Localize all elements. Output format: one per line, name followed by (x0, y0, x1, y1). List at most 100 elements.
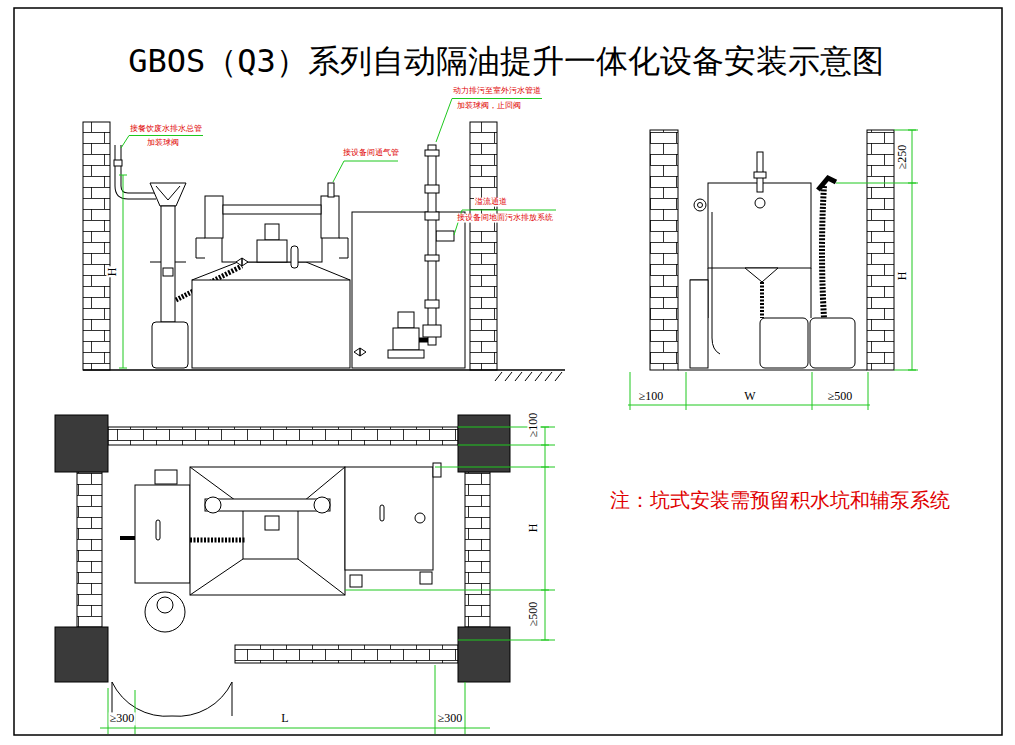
floor-line (83, 369, 565, 371)
pillar (55, 415, 108, 472)
ground-hatch (495, 372, 562, 381)
tank-plan (190, 467, 345, 595)
ball-valve (754, 172, 766, 178)
pillar (55, 627, 108, 682)
collection-bucket (810, 318, 855, 368)
gear-motor (694, 199, 706, 211)
motor (257, 240, 287, 262)
callout-text: 动力排污至室外污水管道 (452, 87, 542, 96)
leader-line (436, 99, 542, 143)
inlet-pipe (118, 145, 156, 196)
collection-bucket (760, 318, 808, 368)
lift-pump (393, 328, 419, 350)
tank-housing (222, 212, 322, 262)
oil-separator-tank (192, 280, 350, 368)
ball-valve (236, 258, 248, 266)
sight-glass (156, 520, 160, 540)
leader-line (454, 210, 556, 235)
gear-motor (155, 470, 177, 484)
leader-line (333, 161, 398, 182)
overflow-pipe (436, 231, 454, 241)
overflow-pipe (433, 463, 441, 477)
dimension-line (836, 130, 918, 370)
motor (265, 516, 279, 530)
separator-column (161, 206, 175, 322)
dimension-label: ≥300 (437, 712, 464, 725)
drain-valve (354, 348, 366, 356)
tank-cone (192, 262, 350, 280)
dimension-line (345, 427, 555, 640)
leader-line (121, 136, 203, 149)
dimension-label: ≥300 (109, 712, 136, 725)
valve-wheel (415, 513, 425, 523)
valve (350, 575, 362, 587)
dimension-label: H (896, 271, 909, 282)
tank-hopper (243, 506, 298, 559)
lift-tank (352, 212, 465, 368)
collection-bucket (152, 322, 188, 368)
pump-motor (398, 312, 414, 328)
separator-column (150, 262, 186, 263)
vent-pipe (328, 183, 334, 197)
pump-pipe (419, 338, 428, 343)
dimension-label: H (527, 523, 540, 534)
inlet-pipe (120, 536, 135, 540)
top-pipe (205, 499, 330, 511)
top-pipe (223, 205, 321, 214)
discharge-pipe (428, 145, 436, 345)
ball-valve (163, 268, 173, 276)
pipe-fitting (423, 325, 441, 337)
valve (420, 572, 432, 584)
floor-line (678, 370, 867, 371)
separator-funnel (156, 186, 180, 200)
brick-wall (83, 122, 110, 370)
pillar (458, 627, 510, 682)
front-view (83, 99, 565, 382)
tank-side (708, 183, 811, 268)
pipe-fitting (425, 300, 439, 308)
pipe-fitting (425, 255, 439, 261)
dimension-label: ≥500 (827, 390, 854, 403)
ball-valve (425, 212, 439, 220)
flexible-hose (822, 186, 824, 318)
dimension-label: H (106, 267, 119, 278)
pipe-elbow (205, 497, 221, 513)
pump-head (157, 597, 173, 613)
collection-bucket (145, 592, 185, 632)
dimension-line (100, 665, 490, 734)
pillar (458, 415, 510, 472)
dimension-label: W (743, 390, 756, 403)
lift-tank-plan (345, 467, 433, 570)
side-view (628, 130, 918, 410)
dimension-label: ≥100 (638, 390, 665, 403)
side-pipe (712, 212, 720, 354)
brick-wall (77, 472, 102, 627)
callout-text: 加装球阀 (146, 139, 180, 148)
sheet-title: GBOS（Q3）系列自动隔油提升一体化设备安装示意图 (128, 44, 884, 79)
pump-base (388, 350, 424, 358)
plan-view (55, 415, 555, 734)
dimension-label: ≥100 (527, 412, 540, 439)
callout-text: 加装球阀，止回阀 (456, 102, 522, 111)
callout-text: 接设备间地面污水排放系统 (456, 214, 554, 223)
ball-valve (114, 160, 122, 166)
pipe-elbow (755, 198, 765, 208)
brick-wall (108, 427, 458, 445)
separator-funnel (150, 183, 186, 206)
brick-wall (650, 130, 678, 370)
sight-glass (291, 246, 298, 268)
brick-wall (235, 645, 458, 663)
pipe-elbow (314, 497, 330, 513)
brick-wall (867, 130, 894, 370)
callout-text: 接设备间通气管 (342, 149, 400, 158)
housing-post (321, 196, 339, 238)
dimension-line (628, 372, 870, 410)
tank-hopper (190, 467, 345, 595)
callout-text: 接餐饮废水排水总管 (129, 125, 203, 134)
tank-leg (690, 280, 708, 368)
brick-wall (465, 472, 490, 627)
brick-wall (470, 122, 497, 370)
sight-glass (380, 505, 384, 521)
